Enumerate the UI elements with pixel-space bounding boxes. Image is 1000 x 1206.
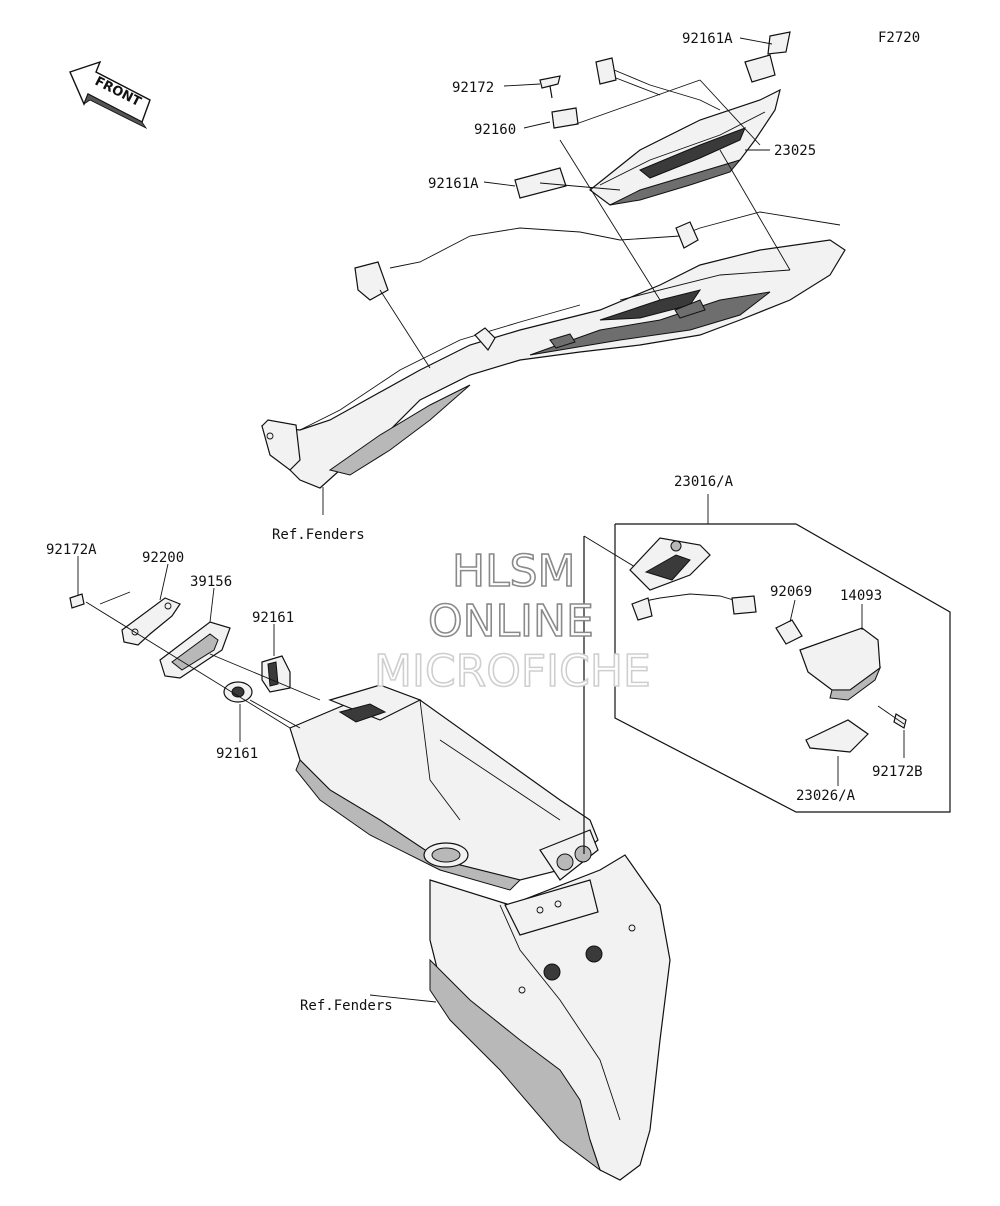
leader-lines-upper (322, 37, 791, 515)
label-92172: 92172 (452, 80, 494, 96)
plate-92200 (121, 597, 181, 646)
label-92200: 92200 (142, 550, 184, 566)
diagram-id: F2720 (878, 30, 920, 46)
screw-92172A (69, 593, 85, 609)
label-92069: 92069 (770, 584, 812, 600)
label-23026A: 23026/A (796, 788, 856, 804)
label-ref-fenders-top: Ref.Fenders (272, 527, 365, 543)
watermark-line2: ONLINE (428, 596, 594, 647)
watermark-line3: MICROFICHE (374, 646, 651, 697)
front-arrow-icon: FRONT (69, 60, 151, 130)
label-39156: 39156 (190, 574, 232, 590)
label-23025: 23025 (774, 143, 816, 159)
label-ref-fenders-bottom: Ref.Fenders (300, 998, 393, 1014)
gasket-39156 (159, 621, 231, 679)
part-labels: 92161A 92172 92160 92161A 23025 Ref.Fend… (46, 31, 923, 1014)
label-92161-lower: 92161 (216, 746, 258, 762)
collar-92160 (551, 107, 579, 129)
label-14093: 14093 (840, 588, 882, 604)
screw-92172 (539, 75, 561, 99)
label-92172B: 92172B (872, 764, 923, 780)
tail-cowl-assembly (261, 211, 846, 489)
tail-light-lens (589, 31, 791, 206)
label-92172A: 92172A (46, 542, 97, 558)
grommet-92161-lower (223, 681, 253, 703)
label-92161-upper: 92161 (252, 610, 294, 626)
leader-lines-lower (77, 556, 437, 1003)
watermark-line1: HLSM (452, 546, 576, 597)
grommet-92161-upper (261, 655, 291, 693)
label-92160: 92160 (474, 122, 516, 138)
license-lamp-box (583, 494, 951, 854)
rear-fender-assembly (289, 684, 671, 1181)
label-92161A-mid: 92161A (428, 176, 479, 192)
watermark: HLSM ONLINE MICROFICHE (373, 545, 651, 698)
label-23016A: 23016/A (674, 474, 734, 490)
label-92161A-top: 92161A (682, 31, 733, 47)
